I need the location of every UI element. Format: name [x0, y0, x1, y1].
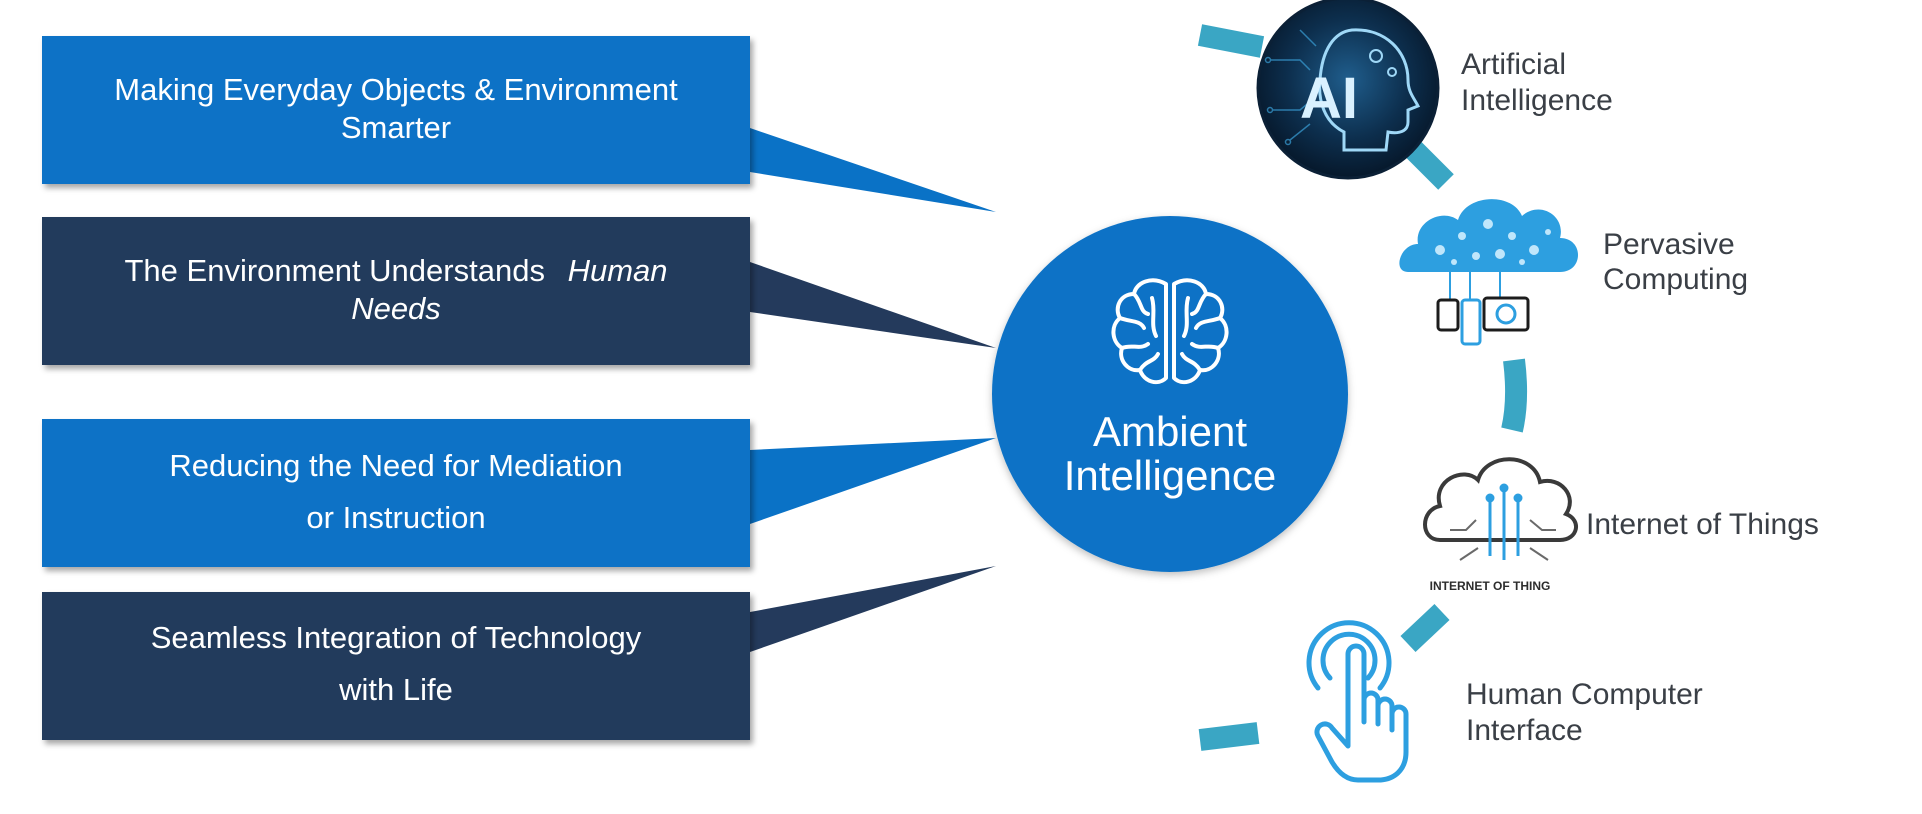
- svg-text:Intelligence: Intelligence: [1064, 452, 1276, 499]
- box-3: Reducing the Need for Mediation or Instr…: [42, 419, 750, 567]
- svg-text:Reducing the Need for Mediati: Reducing the Need for Mediation: [169, 448, 622, 483]
- arc-segment-lower: [1400, 603, 1450, 653]
- box-2-line1: The Environment Understands: [125, 253, 545, 288]
- brain-icon: [1111, 278, 1229, 385]
- svg-text:with Life: with Life: [338, 672, 453, 707]
- svg-text:Pervasive: Pervasive: [1603, 228, 1735, 261]
- box-1: Making Everyday Objects & Environment Sm…: [42, 36, 750, 184]
- center-circle: [992, 216, 1348, 572]
- box-1-background: [42, 36, 750, 184]
- svg-text:Interface: Interface: [1466, 714, 1583, 747]
- box-1-line1: Making Everyday Objects & Environment: [114, 72, 678, 107]
- svg-text:or Instruction: or Instruction: [306, 500, 485, 535]
- box-2: The Environment Understands Human Needs: [42, 217, 750, 365]
- arc-segment-top: [1197, 24, 1265, 58]
- box-4-line2: with Life: [338, 672, 453, 707]
- technology-ai-line1: Artificial: [1461, 48, 1566, 81]
- box-2-background: [42, 217, 750, 365]
- ai-head-icon: AI: [1256, 0, 1440, 180]
- technology-hci: Human Computer Interface: [1306, 620, 1703, 783]
- svg-text:Human Computer: Human Computer: [1466, 678, 1703, 711]
- box-1-line2: Smarter: [341, 110, 451, 145]
- technology-pervasive-line1: Pervasive: [1603, 228, 1735, 261]
- center-title-line1: Ambient: [1093, 408, 1247, 455]
- svg-text:Smarter: Smarter: [341, 110, 451, 145]
- svg-text:Ambient: Ambient: [1093, 408, 1247, 455]
- svg-text:Internet of Things: Internet of Things: [1586, 508, 1819, 541]
- connector-wedge-4: [750, 566, 996, 652]
- technology-hci-line2: Interface: [1466, 714, 1583, 747]
- svg-text:Needs: Needs: [351, 291, 441, 326]
- technology-ai: AI Artificial Intelligence: [1256, 0, 1613, 180]
- svg-text:The Environment Understands: The Environment Understands Human: [125, 253, 668, 288]
- technology-pervasive: Pervasive Computing: [1399, 199, 1748, 346]
- connector-wedge-1: [750, 128, 996, 212]
- center-node: Ambient Intelligence: [992, 216, 1348, 572]
- center-title-line2: Intelligence: [1064, 452, 1276, 499]
- svg-text:Seamless Integration of Tech: Seamless Integration of Technology: [151, 620, 642, 655]
- technology-ai-line2: Intelligence: [1461, 84, 1613, 117]
- connector-wedge-2: [750, 262, 996, 348]
- cloud-network-icon: [1399, 199, 1578, 346]
- technology-iot: INTERNET OF THING Internet of Things: [1423, 457, 1819, 593]
- box-3-line1: Reducing the Need for Mediation: [169, 448, 622, 483]
- box-3-background: [42, 419, 750, 567]
- touch-hand-icon: [1306, 620, 1409, 783]
- svg-text:Artificial: Artificial: [1461, 48, 1566, 81]
- technology-hci-line1: Human Computer: [1466, 678, 1703, 711]
- arc-segment-middle: [1501, 358, 1528, 433]
- ai-icon-text: AI: [1300, 66, 1358, 131]
- arc-segment-upper: [1404, 140, 1454, 190]
- technology-iot-line1: Internet of Things: [1586, 508, 1819, 541]
- technology-arc: [1197, 24, 1528, 751]
- svg-text:Intelligence: Intelligence: [1461, 84, 1613, 117]
- box-2-line2: Needs: [351, 291, 441, 326]
- box-3-line2: or Instruction: [306, 500, 485, 535]
- connector-wedge-3: [750, 438, 996, 524]
- box-4-background: [42, 592, 750, 740]
- technology-pervasive-line2: Computing: [1603, 263, 1748, 296]
- box-4-line1: Seamless Integration of Technology: [151, 620, 642, 655]
- svg-text:Computing: Computing: [1603, 263, 1748, 296]
- iot-cloud-icon: INTERNET OF THING: [1423, 457, 1578, 593]
- box-4: Seamless Integration of Technology with …: [42, 592, 750, 740]
- box-2-line1-italic: Human: [568, 253, 668, 288]
- svg-text:Making Everyday Objects & Env: Making Everyday Objects & Environment: [114, 72, 678, 107]
- arc-segment-bottom: [1198, 722, 1260, 751]
- iot-icon-caption: INTERNET OF THING: [1430, 579, 1551, 593]
- connector-wedges: [750, 128, 996, 652]
